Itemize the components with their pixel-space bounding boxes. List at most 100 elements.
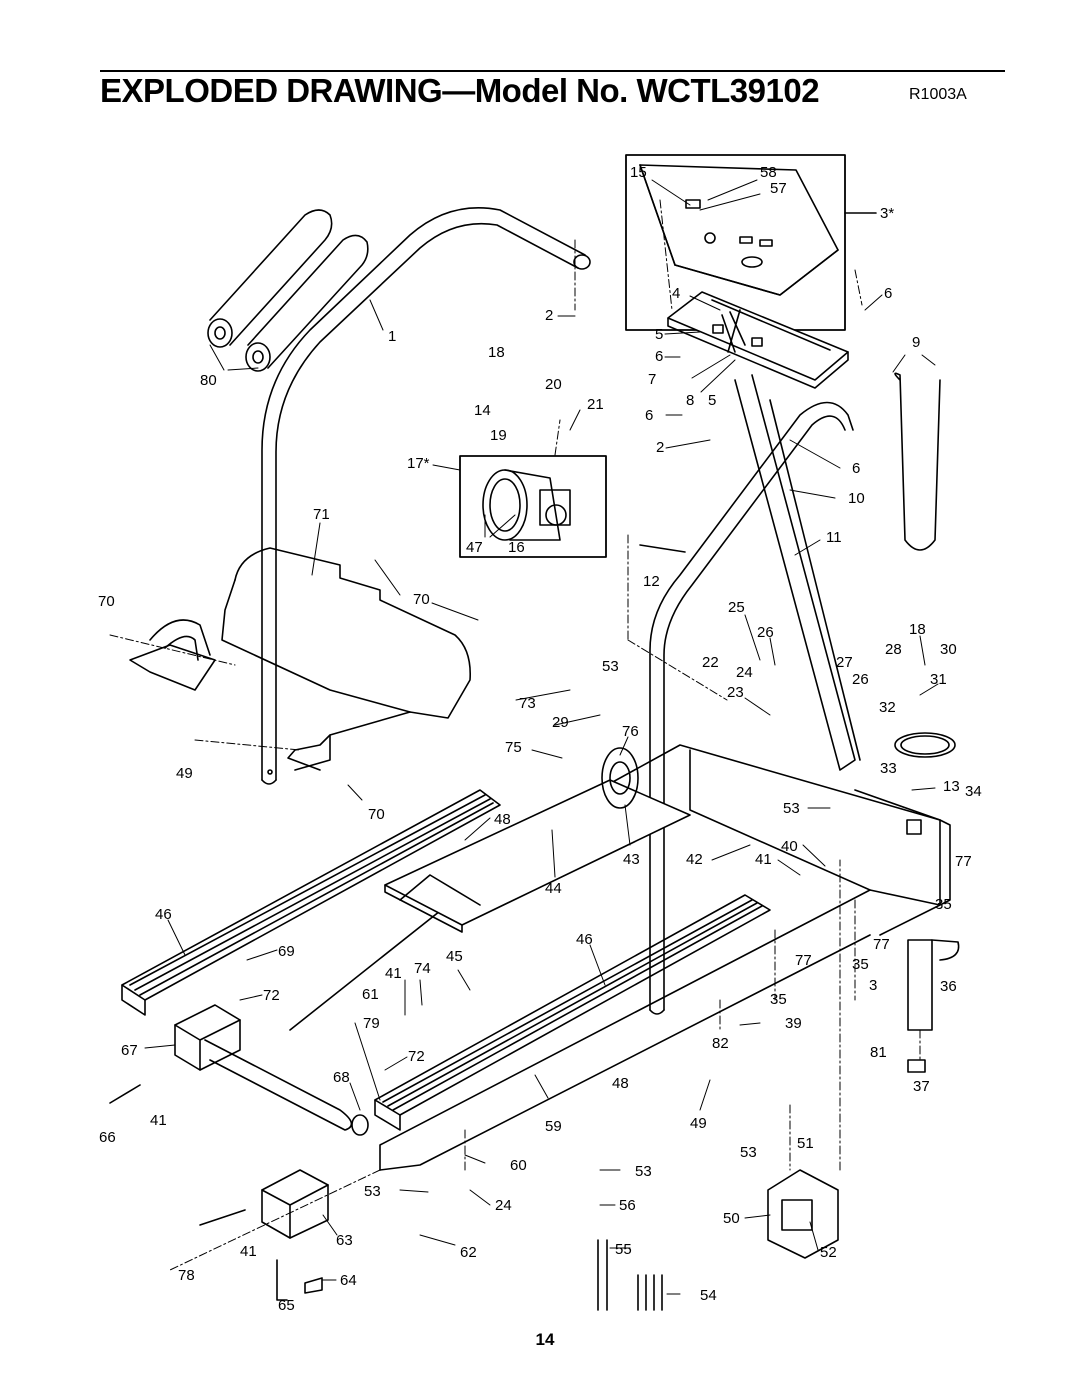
part-number-label: 50 [723, 1210, 740, 1227]
part-number-label: 70 [413, 591, 430, 608]
part-number-label: 33 [880, 760, 897, 777]
page-title: EXPLODED DRAWING—Model No. WCTL39102 [100, 72, 820, 109]
part-number-label: 11 [826, 529, 842, 546]
incline-leg [907, 939, 960, 1073]
part-number-label: 75 [505, 739, 522, 756]
part-number-label: 24 [736, 664, 753, 681]
part-number-label: 67 [121, 1042, 138, 1059]
part-number-label: 5 [655, 326, 663, 343]
part-number-label: 44 [545, 880, 562, 897]
drawing-code: R1003A [909, 86, 967, 103]
part-number-label: 30 [940, 641, 957, 658]
part-number-label: 6 [884, 285, 892, 302]
assembly-lines [109, 199, 921, 1271]
part-number-label: 64 [340, 1272, 357, 1289]
part-number-label: 26 [852, 671, 869, 688]
part-number-label: 62 [460, 1244, 477, 1261]
side-rail-left [121, 789, 501, 1016]
part-number-label: 4 [672, 285, 680, 302]
part-number-label: 46 [155, 906, 172, 923]
hardware [109, 544, 686, 1311]
part-number-label: 35 [770, 991, 787, 1008]
part-number-label: 24 [495, 1197, 512, 1214]
part-number-label: 53 [602, 658, 619, 675]
part-number-label: 41 [385, 965, 402, 982]
motor-box [459, 455, 607, 558]
part-number-label: 69 [278, 943, 295, 960]
leader-lines [144, 179, 939, 1295]
part-number-label: 36 [940, 978, 957, 995]
part-number-label: 37 [913, 1078, 930, 1095]
part-number-label: 53 [783, 800, 800, 817]
part-number-label: 53 [635, 1163, 652, 1180]
part-number-label: 32 [879, 699, 896, 716]
part-number-label: 3 [869, 977, 877, 994]
part-number-label: 14 [474, 402, 491, 419]
part-number-label: 49 [690, 1115, 707, 1132]
part-number-label: 54 [700, 1287, 717, 1304]
part-labels: 15 58 57 3* 4 6 2 1 5 9 18 6 80 20 7 8 5… [98, 164, 982, 1314]
part-number-label: 46 [576, 931, 593, 948]
part-number-label: 57 [770, 180, 787, 197]
side-rail-right [374, 894, 771, 1131]
part-number-label: 6 [655, 348, 663, 365]
part-number-label: 16 [508, 539, 525, 556]
part-number-label: 6 [645, 407, 653, 424]
power-cord [894, 372, 956, 758]
part-number-label: 21 [587, 396, 604, 413]
part-number-label: 42 [686, 851, 703, 868]
part-number-label: 3* [880, 205, 894, 222]
part-number-label: 40 [781, 838, 798, 855]
part-number-label: 28 [885, 641, 902, 658]
part-number-label: 56 [619, 1197, 636, 1214]
part-number-label: 71 [313, 506, 330, 523]
part-number-label: 13 [943, 778, 960, 795]
part-number-label: 61 [362, 986, 379, 1003]
part-number-label: 5 [708, 392, 716, 409]
motor-hood [129, 547, 472, 771]
part-number-label: 39 [785, 1015, 802, 1032]
part-number-label: 68 [333, 1069, 350, 1086]
part-number-label: 41 [240, 1243, 257, 1260]
part-number-label: 27 [836, 654, 853, 671]
part-number-label: 23 [727, 684, 744, 701]
part-number-label: 70 [98, 593, 115, 610]
part-number-label: 73 [519, 695, 536, 712]
part-number-label: 17* [407, 455, 430, 472]
part-number-label: 80 [200, 372, 217, 389]
part-number-label: 15 [630, 164, 647, 181]
part-number-label: 76 [622, 723, 639, 740]
page-number: 14 [535, 1330, 555, 1349]
part-number-label: 2 [545, 307, 553, 324]
part-number-label: 74 [414, 960, 431, 977]
part-number-label: 41 [150, 1112, 167, 1129]
part-number-label: 70 [368, 806, 385, 823]
part-number-label: 58 [760, 164, 777, 181]
part-number-label: 34 [965, 783, 982, 800]
part-number-label: 48 [612, 1075, 629, 1092]
part-number-label: 77 [873, 936, 890, 953]
part-number-label: 12 [643, 573, 660, 590]
part-number-label: 25 [728, 599, 745, 616]
title-rule [100, 70, 1005, 72]
part-number-label: 35 [852, 956, 869, 973]
part-number-label: 51 [797, 1135, 814, 1152]
part-number-label: 19 [490, 427, 507, 444]
rollers [204, 747, 639, 1136]
part-number-label: 82 [712, 1035, 729, 1052]
part-number-label: 55 [615, 1241, 632, 1258]
part-number-label: 20 [545, 376, 562, 393]
part-number-label: 18 [488, 344, 505, 361]
part-number-label: 53 [740, 1144, 757, 1161]
part-number-label: 48 [494, 811, 511, 828]
part-number-label: 41 [755, 851, 772, 868]
console-group [625, 154, 877, 389]
part-number-label: 31 [930, 671, 947, 688]
part-number-label: 22 [702, 654, 719, 671]
part-number-label: 6 [852, 460, 860, 477]
part-number-label: 18 [909, 621, 926, 638]
part-number-label: 47 [466, 539, 483, 556]
part-number-label: 9 [912, 334, 920, 351]
part-number-label: 66 [99, 1129, 116, 1146]
part-number-label: 72 [263, 987, 280, 1004]
